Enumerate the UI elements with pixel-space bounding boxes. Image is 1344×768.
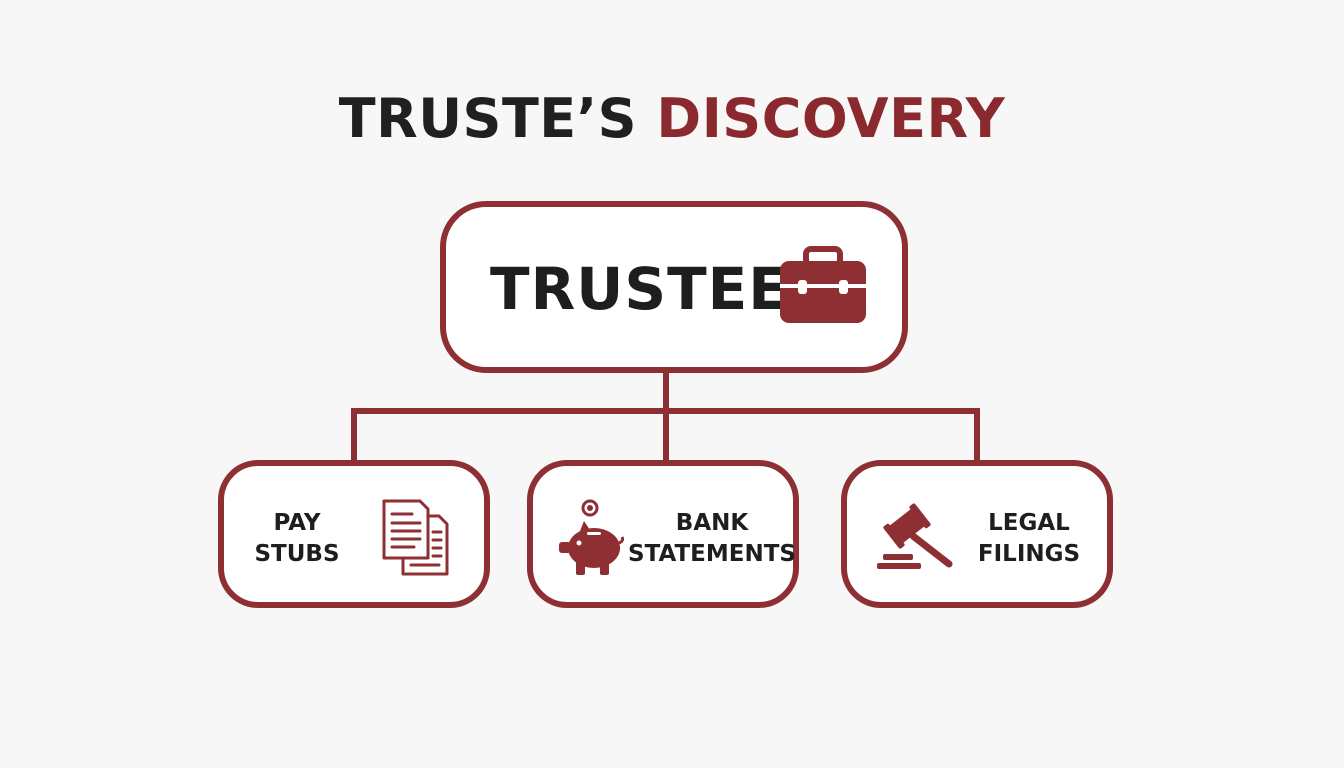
- bank-statements-line-1: BANK: [675, 510, 749, 536]
- pay-stubs-label: PAY STUBS: [250, 508, 344, 570]
- gavel-icon: [877, 502, 953, 576]
- pay-stubs-line-2: STUBS: [254, 541, 340, 567]
- legal-filings-line-1: LEGAL: [988, 510, 1070, 536]
- bank-statements-node: BANK STATEMENTS: [527, 460, 799, 608]
- briefcase-icon: [778, 244, 868, 330]
- legal-filings-line-2: FILINGS: [977, 541, 1081, 567]
- piggy-bank-icon: [556, 497, 625, 583]
- trustee-node: TRUSTEE: [440, 201, 908, 373]
- title-part-2: DISCOVERY: [656, 87, 1006, 150]
- legal-filings-label: LEGAL FILINGS: [959, 508, 1099, 570]
- title-part-1: TRUSTE’S: [338, 87, 638, 150]
- trustee-label: TRUSTEE: [490, 255, 789, 323]
- documents-icon: [381, 498, 453, 582]
- bank-statements-line-2: STATEMENTS: [628, 541, 796, 567]
- legal-filings-node: LEGAL FILINGS: [841, 460, 1113, 608]
- page-title: TRUSTE’S DISCOVERY: [0, 84, 1344, 154]
- bank-statements-label: BANK STATEMENTS: [626, 508, 798, 570]
- pay-stubs-node: PAY STUBS: [218, 460, 490, 608]
- pay-stubs-line-1: PAY: [273, 510, 321, 536]
